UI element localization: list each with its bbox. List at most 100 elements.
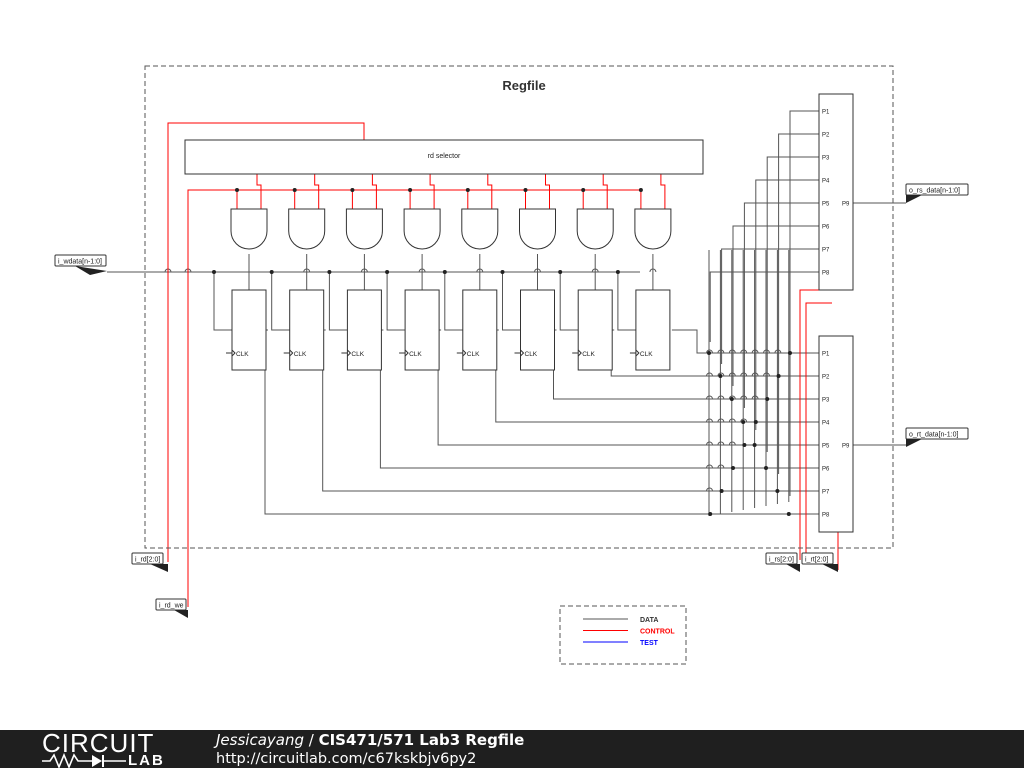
logo-text-lab: LAB	[128, 752, 165, 769]
flip-flop-block	[520, 289, 555, 371]
rs-mux-input-wire	[743, 202, 819, 408]
rd-selector-label: rd selector	[428, 153, 461, 160]
rs-input-flag-box	[765, 552, 798, 565]
wdata-flag-arrow	[75, 266, 107, 275]
clk-triangle-icon	[577, 349, 582, 357]
rt-mux-out-label: P9	[842, 444, 850, 450]
clk-triangle-icon	[520, 349, 525, 357]
rd-we-input-flag: i_rd_we	[159, 603, 184, 610]
and-gate	[230, 208, 268, 250]
rs-mux-input-wire	[721, 248, 819, 364]
rs-mux-port-label: P7	[822, 248, 830, 254]
ff-data-input-wire	[386, 272, 406, 331]
rs-mux-input-wire	[709, 271, 819, 342]
circuitlab-logo[interactable]: CIRCUIT LAB	[42, 730, 182, 768]
junction-dot	[718, 374, 723, 378]
diode-symbol-icon	[42, 752, 126, 768]
rs-output-flag-box	[905, 183, 969, 196]
and-gate	[576, 208, 614, 250]
junction-dot	[212, 270, 216, 274]
circuit-url-link[interactable]: http://circuitlab.com/c67kskbjv6py2	[216, 751, 477, 767]
rd-we-input-flag-box	[155, 598, 187, 611]
rs-mux-input-wire	[789, 110, 819, 496]
rd-selector-block	[184, 139, 704, 175]
clk-triangle-icon	[635, 349, 640, 357]
and-gate	[634, 208, 672, 250]
footer-bar: CIRCUIT LAB Jessicayang / CIS471/571 Lab…	[0, 730, 1024, 768]
ff-data-input-wire	[328, 272, 348, 331]
junction-dot	[408, 188, 413, 192]
ff-output-wire	[671, 329, 819, 354]
ff-data-input-wire	[271, 272, 290, 331]
rs-flag-arrow	[786, 564, 800, 572]
rs-mux-port-label: P1	[822, 110, 830, 116]
gate-select-wire	[545, 174, 550, 210]
author-link[interactable]: Jessicayang	[216, 731, 304, 749]
flip-flop-block	[346, 289, 382, 371]
rs-mux-port-label: P6	[822, 225, 830, 231]
junction-dot	[327, 270, 332, 274]
flip-flop-block	[231, 289, 267, 371]
junction-dot	[235, 188, 239, 192]
ff-data-input-wire	[444, 272, 463, 331]
ff-clk-label: CLK	[582, 351, 595, 358]
rt-mux-block	[818, 335, 854, 533]
wire-crossover	[476, 268, 484, 273]
rs-mux-input-wire	[755, 179, 819, 430]
rd-input-flag: i_rd[2:0]	[135, 557, 160, 564]
wire-crossover	[591, 268, 599, 273]
legend-box	[559, 605, 687, 665]
junction-dot	[752, 443, 757, 447]
gate-select-wire	[602, 174, 608, 210]
junction-dot	[742, 443, 747, 447]
rs-control-wire	[799, 289, 819, 560]
legend-label: CONTROL	[640, 629, 675, 636]
rs-mux-input-wire	[766, 156, 819, 452]
flip-flop-block	[404, 289, 440, 371]
junction-dot	[707, 351, 711, 355]
wire-crossover	[303, 268, 311, 273]
junction-dot	[753, 420, 758, 424]
clk-triangle-icon	[347, 349, 352, 357]
circuit-caption: Jessicayang / CIS471/571 Lab3 Regfile ht…	[216, 732, 524, 768]
rs-output-flag: o_rs_data[n-1:0]	[909, 188, 960, 195]
gate-select-wire	[314, 174, 320, 210]
flip-flop-block	[635, 289, 671, 371]
wire-crossover	[360, 268, 368, 273]
rs-mux-port-label: P8	[822, 271, 830, 277]
rs-mux-input-wire	[732, 225, 819, 386]
wire-crossover	[418, 268, 426, 273]
junction-dot	[638, 188, 643, 192]
ff-clk-label: CLK	[294, 351, 307, 358]
junction-dot	[581, 188, 586, 192]
rs-input-flag: i_rs[2:0]	[769, 557, 794, 564]
rd-control-wire	[167, 122, 365, 562]
junction-dot	[523, 188, 528, 192]
rs-select-wire	[805, 302, 832, 560]
and-gate	[403, 208, 441, 250]
caption-separator: /	[304, 731, 319, 749]
circuit-title[interactable]: CIS471/571 Lab3 Regfile	[318, 731, 525, 749]
gate-select-wire	[371, 174, 377, 210]
gate-select-wire	[429, 174, 435, 210]
ff-clk-label: CLK	[351, 351, 364, 358]
ff-data-input-wire	[559, 272, 579, 331]
wdata-input-flag-box	[54, 254, 107, 267]
legend-label: DATA	[640, 617, 658, 624]
ff-clk-label: CLK	[525, 351, 538, 358]
wdata-input-flag: i_wdata[n-1:0]	[58, 259, 102, 266]
rd-flag-arrow	[150, 564, 168, 572]
rt-flag-arrow	[822, 564, 838, 572]
and-gate	[345, 208, 383, 250]
and-gate	[288, 208, 326, 250]
junction-dot	[719, 489, 724, 493]
diagram-title: Regfile	[502, 78, 545, 93]
rt-mux-port-label: P2	[822, 375, 830, 381]
junction-dot	[731, 466, 735, 470]
rt-input-flag-box	[801, 552, 834, 565]
ff-clk-label: CLK	[467, 351, 480, 358]
rt-input-flag: i_rt[2:0]	[805, 557, 828, 564]
rt-mux-port-label: P8	[822, 513, 830, 519]
